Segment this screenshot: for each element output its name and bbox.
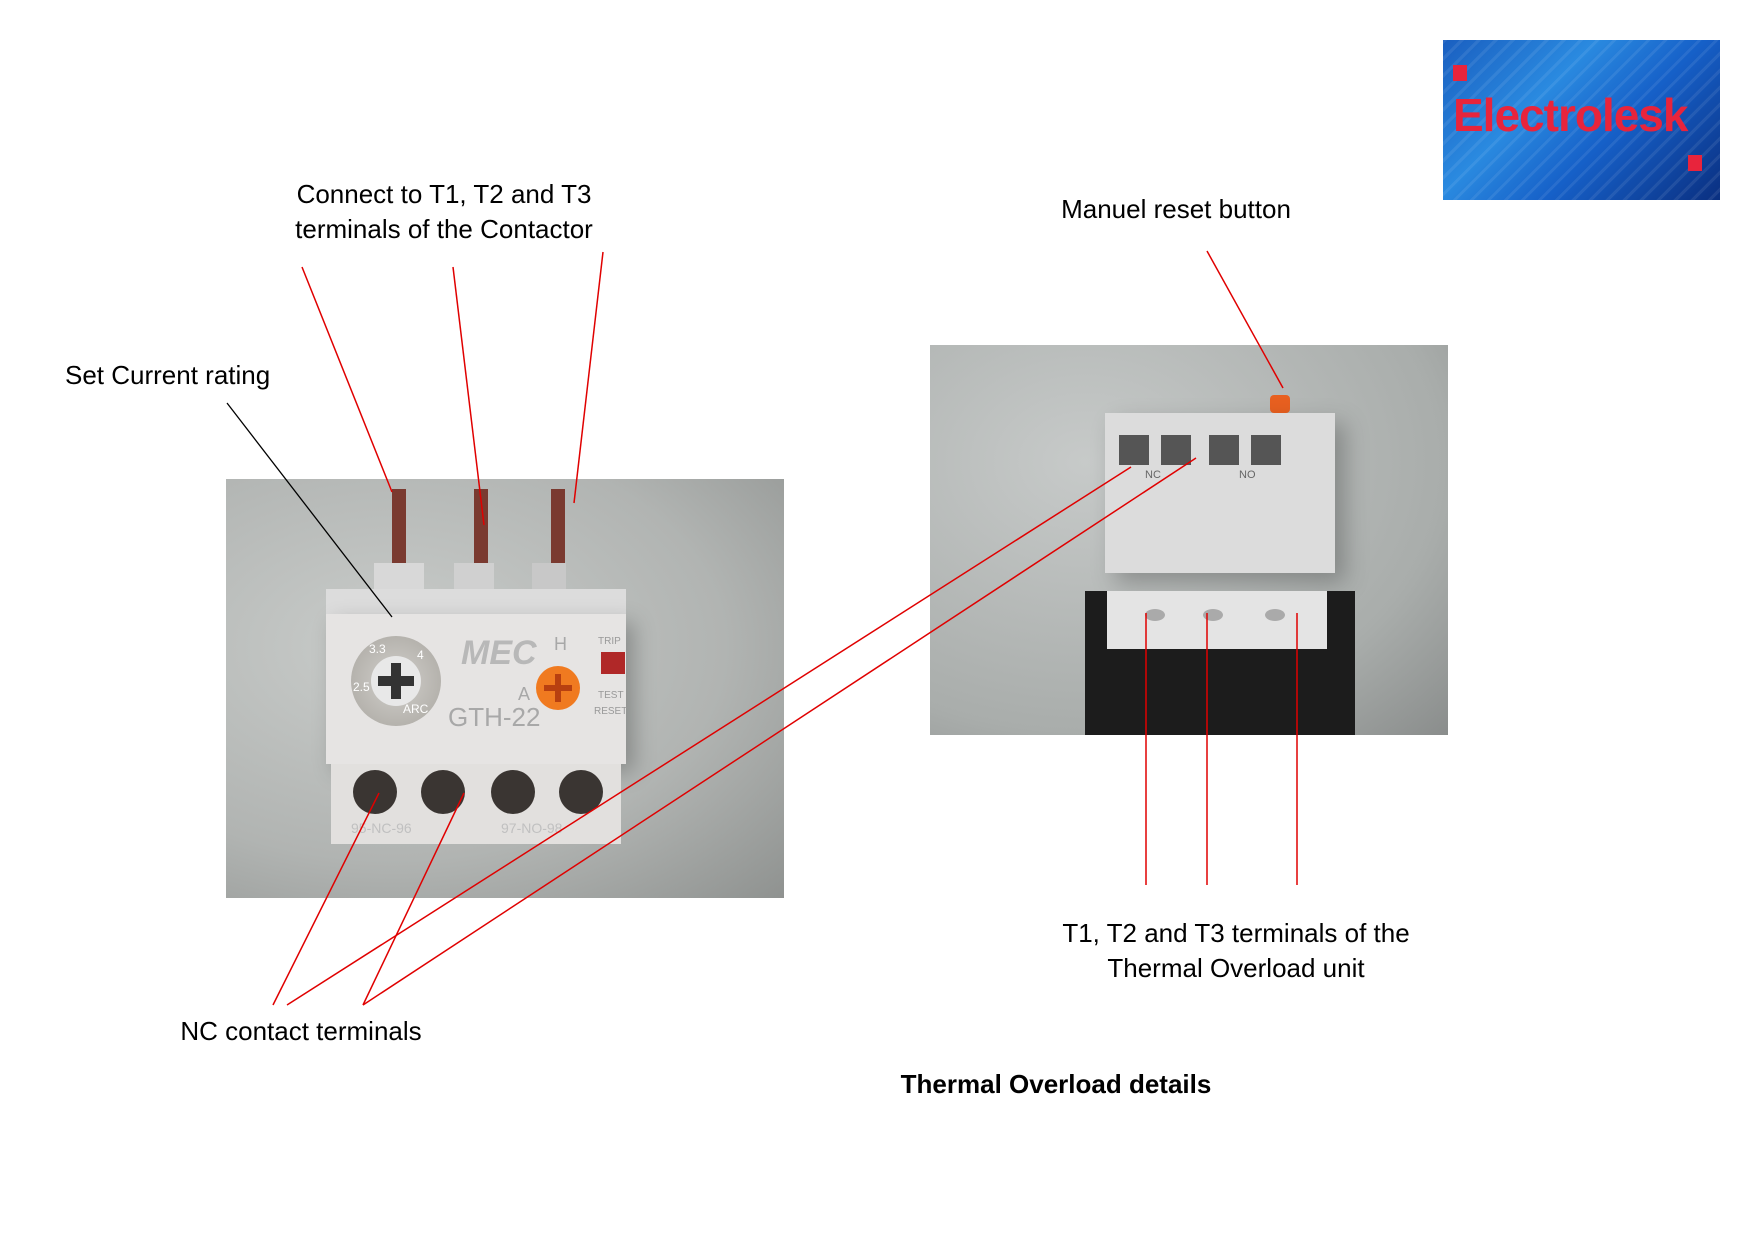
current-setting-dial[interactable]: 2.5 3.3 4 ARC [351,636,441,726]
set-current-label: Set Current rating [65,360,271,390]
t-terminals-label-line2: Thermal Overload unit [1107,953,1365,983]
trip-label: TRIP [598,636,621,647]
electrolesk-logo: Electrolesk [1443,40,1720,200]
leader-line-t2 [452,266,485,526]
auxiliary-terminal-block: 95-NC-96 97-NO-98 [331,764,621,844]
thermal-overload-front-photo: 2.5 3.3 4 ARC MEC GTH-22 H A TRIP TEST R… [226,479,784,898]
terminal-t1[interactable] [1145,609,1165,621]
dial-unit: ARC [403,702,429,716]
nc-terminals-label: NC contact terminals [180,1016,422,1046]
power-terminal-block [1085,591,1355,735]
leader-line-nc [272,792,380,1006]
brand-logo: MEC [461,634,537,672]
terminal-screw-98[interactable] [559,770,603,814]
leader-line-nc-rear [362,457,1197,1006]
nc-contacts-label: 95-NC-96 [351,820,412,836]
logo-texture [1443,40,1720,200]
dial-value: 3.3 [369,642,386,656]
leader-line-nc [362,792,465,1006]
mode-select-knob[interactable] [536,666,580,710]
manual-reset-label: Manuel reset button [1061,194,1291,224]
contactor-pin-3 [551,489,565,569]
overload-front-panel: 2.5 3.3 4 ARC MEC GTH-22 H A TRIP TEST R… [326,614,628,764]
terminal-screw-95[interactable] [353,770,397,814]
test-label: TEST [598,690,624,701]
leader-line-t3 [573,251,604,504]
mode-a-label: A [518,684,531,704]
connect-label-line1: Connect to T1, T2 and T3 [296,179,592,209]
logo-square [1453,65,1467,81]
reset-label: RESET [594,706,628,717]
logo-square [1688,155,1702,171]
terminal-screw-97[interactable] [491,770,535,814]
dial-value: 4 [417,648,424,662]
leader-line-t1 [301,266,393,493]
logo-text: Electrolesk [1453,89,1688,141]
model-label: GTH-22 [448,702,541,732]
terminal-t3[interactable] [1265,609,1285,621]
nc-mark: NC [1145,469,1161,481]
terminal-t2[interactable] [1203,609,1223,621]
contactor-pin-1 [392,489,406,569]
trip-indicator [601,652,625,674]
leader-line-current [226,402,393,618]
no-mark: NO [1239,469,1256,481]
leader-line-nc-rear [286,466,1132,1006]
no-contacts-label: 97-NO-98 [501,820,563,836]
manual-reset-button[interactable] [1270,395,1290,413]
leader-line-reset [1206,250,1284,389]
mode-h-label: H [554,634,567,654]
dial-value: 2.5 [353,680,370,694]
t-terminals-label-line1: T1, T2 and T3 terminals of the [1062,918,1410,948]
connect-label-line2: terminals of the Contactor [295,214,593,244]
contactor-pin-2 [474,489,488,569]
figure-caption: Thermal Overload details [900,1069,1212,1099]
